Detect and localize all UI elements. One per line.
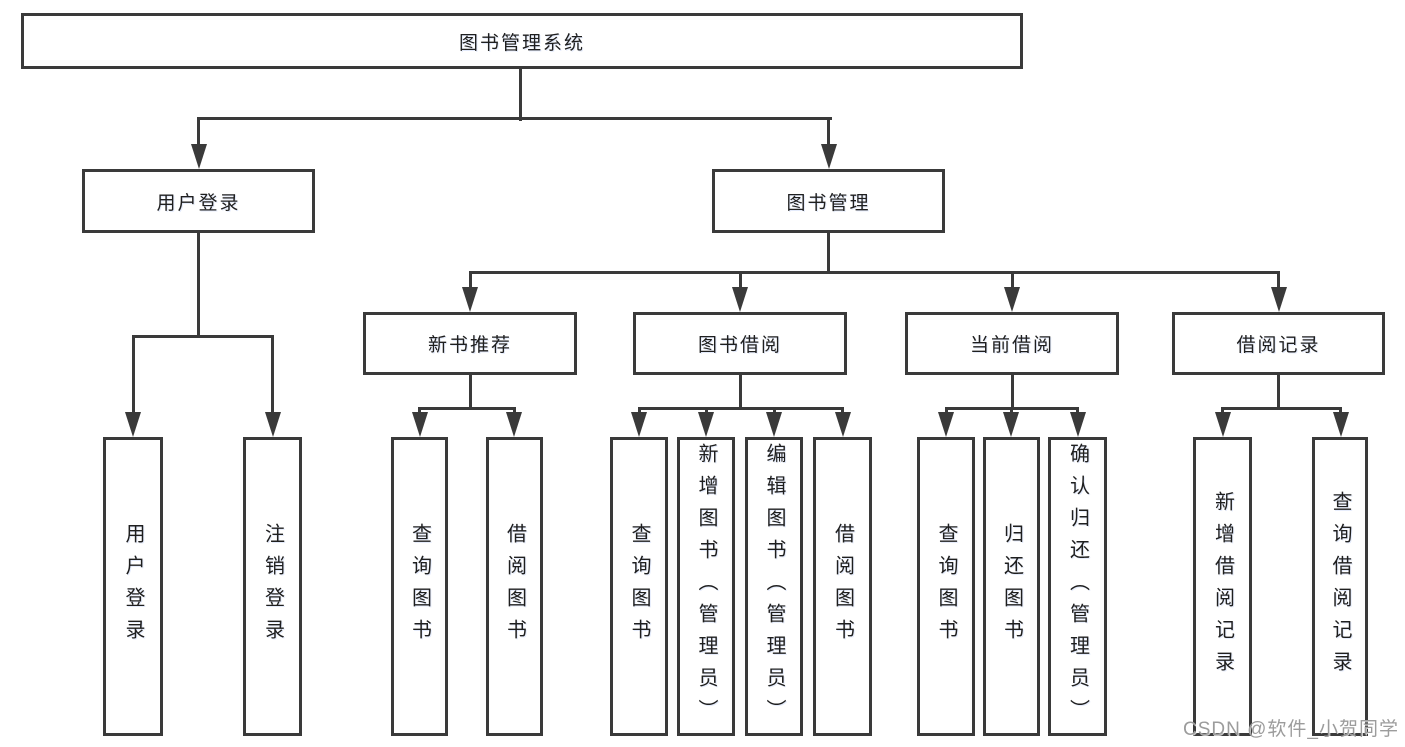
node-label: 查询图书 [935,522,957,651]
node-label: 用户登录 [156,192,241,214]
arrowhead-down-icon [190,144,207,169]
arrowhead-down-icon [506,412,522,437]
connector-line [1221,407,1342,410]
node-leaf-user-login: 用户登录 [103,437,163,736]
node-label: 用户登录 [122,522,144,651]
connector-line [1009,407,1013,414]
node-leaf-bb-edit: 编辑图书（管理员） [745,437,803,736]
connector-line [197,233,200,338]
node-leaf-bb-add: 新增图书（管理员） [677,437,735,736]
node-label: 借阅图书 [503,522,526,651]
node-label: 图书管理 [786,192,871,214]
node-label: 编辑图书（管理员） [763,442,785,731]
connector-line [271,335,274,412]
node-current-borrowing: 当前借阅 [905,312,1119,375]
node-label: 查询借阅记录 [1329,490,1351,683]
connector-line [1010,271,1014,287]
connector-line [841,407,844,414]
connector-line [418,407,421,414]
connector-line [418,407,516,410]
connector-line [468,271,1280,274]
arrowhead-down-icon [834,412,851,437]
connector-line [1221,407,1224,414]
arrowhead-down-icon [1270,287,1287,312]
arrowhead-down-icon [411,412,428,437]
node-leaf-nbr-query: 查询图书 [391,437,448,736]
connector-line [512,407,516,414]
node-label: 借阅图书 [831,522,854,651]
arrowhead-down-icon [631,412,647,437]
connector-line [131,335,274,338]
connector-line [468,375,472,410]
node-label: 归还图书 [1000,522,1023,651]
connector-line [131,335,135,412]
node-borrowing-records: 借阅记录 [1172,312,1385,375]
node-label: 当前借阅 [969,335,1054,356]
node-leaf-bb-query: 查询图书 [610,437,668,736]
arrowhead-down-icon [1003,412,1019,437]
arrowhead-down-icon [820,144,837,169]
connector-line [1277,271,1280,287]
node-root: 图书管理系统 [21,13,1023,69]
connector-line [772,407,776,414]
node-user-login: 用户登录 [82,169,315,233]
node-label: 新增借阅记录 [1211,490,1234,683]
node-book-borrowing: 图书借阅 [633,312,847,375]
node-label: 图书借阅 [697,335,782,356]
node-leaf-logout: 注销登录 [243,437,302,736]
node-book-management: 图书管理 [712,169,945,233]
node-label: 新增图书（管理员） [695,442,717,731]
arrowhead-down-icon [264,412,281,437]
node-label: 新书推荐 [427,335,512,356]
connector-line [827,233,830,274]
node-label: 查询图书 [408,522,431,651]
node-leaf-cb-confirm: 确认归还（管理员） [1048,437,1107,736]
connector-line [944,407,948,414]
connector-line [637,407,843,410]
node-leaf-nbr-borrow: 借阅图书 [486,437,543,736]
connector-line [637,407,641,414]
arrowhead-down-icon [462,287,478,312]
node-label: 确认归还（管理员） [1066,442,1089,731]
connector-line [704,407,708,414]
node-new-book-recommend: 新书推荐 [363,312,577,375]
arrowhead-down-icon [938,412,954,437]
watermark: CSDN @软件_小贺同学 [1183,719,1399,740]
connector-line [197,117,832,120]
arrowhead-down-icon [1069,412,1086,437]
node-leaf-br-query: 查询借阅记录 [1312,437,1368,736]
arrowhead-down-icon [1214,412,1231,437]
connector-line [1076,407,1079,414]
arrowhead-down-icon [125,412,141,437]
connector-line [1339,407,1342,414]
connector-line [468,271,472,287]
connector-line [827,117,830,144]
node-label: 图书管理系统 [458,32,585,54]
arrowhead-down-icon [732,287,748,312]
connector-line [1277,375,1280,410]
connector-line [738,375,742,410]
node-leaf-cb-return: 归还图书 [983,437,1040,736]
connector-line [1010,375,1014,410]
connector-line [738,271,742,287]
node-label: 查询图书 [628,522,650,651]
node-leaf-cb-query: 查询图书 [917,437,975,736]
node-label: 注销登录 [261,522,284,651]
node-label: 借阅记录 [1236,335,1321,356]
connector-line [519,69,522,121]
node-leaf-bb-borrow: 借阅图书 [813,437,872,736]
arrowhead-down-icon [1004,287,1020,312]
connector-line [197,117,200,144]
arrowhead-down-icon [766,412,782,437]
node-leaf-br-add: 新增借阅记录 [1193,437,1252,736]
arrowhead-down-icon [698,412,714,437]
arrowhead-down-icon [1332,412,1349,437]
